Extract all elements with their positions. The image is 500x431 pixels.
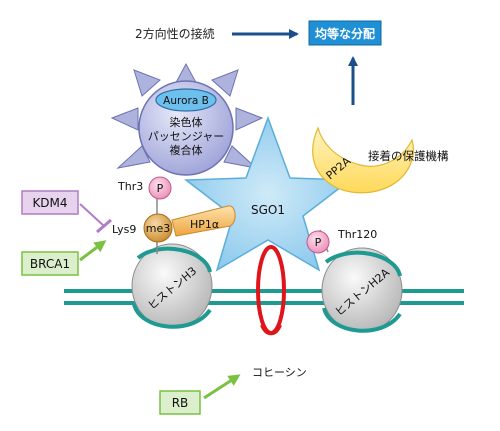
aurora-b-label: Aurora B: [163, 95, 209, 107]
dna-wrap: [132, 303, 212, 329]
cpc-sunburst: Aurora B 染色体 パッセンジャー 複合体: [110, 62, 264, 176]
phospho-thr3-label: P: [157, 182, 164, 195]
aurora-b-ellipse: [155, 88, 217, 112]
cohesion-protection-label: 接着の保護機構: [368, 149, 449, 163]
phospho-thr120: [306, 230, 330, 254]
rb-box: [159, 390, 201, 415]
me3-label: me3: [146, 222, 170, 235]
nucleosome-h2a: ヒストンH2A: [321, 247, 403, 333]
kdm4-inhibit-line: [79, 203, 105, 227]
kdm4-box: [21, 190, 79, 215]
phospho-thr3: [148, 176, 172, 200]
cpc-spike: [133, 69, 161, 97]
cpc-label-line1: 染色体: [170, 115, 203, 129]
equal-distribution-label: 均等な分配: [315, 26, 375, 41]
kdm4-inhibit-bar: [96, 218, 112, 234]
equal-distribution-box: [308, 20, 382, 46]
brca1-label: BRCA1: [30, 257, 70, 271]
hp1-alpha-label: HP1α: [190, 218, 219, 231]
rb-label: RB: [172, 396, 189, 410]
rb-activation-arrow: [203, 374, 241, 400]
kdm4-label: KDM4: [32, 196, 67, 210]
me3-circle: [143, 213, 173, 243]
pp2a-crescent: [312, 126, 414, 194]
cpc-label-line3: 複合体: [170, 143, 203, 157]
brca1-box: [21, 251, 79, 276]
cohesin-ring-front: [260, 324, 282, 336]
dna-wrap: [324, 250, 402, 277]
cpc-spike: [110, 107, 139, 131]
nucleosome-h3: ヒストンH3: [131, 243, 213, 329]
cpc-spike: [235, 107, 264, 131]
dna-wrap: [322, 307, 402, 333]
phospho-thr120-label: P: [315, 236, 322, 249]
cpc-spike: [223, 145, 258, 169]
cpc-spike: [211, 69, 239, 97]
cohesin-label: コヒーシン: [252, 366, 307, 379]
brca1-activation-arrow: [79, 240, 107, 262]
sgo1-label: SGO1: [251, 203, 285, 217]
thr3-label: Thr3: [117, 180, 143, 193]
hp1-alpha: [171, 205, 236, 237]
bidirectional-connection-label: 2方向性の接続: [135, 26, 215, 41]
lys9-label: Lys9: [112, 223, 136, 236]
thr120-label: Thr120: [337, 228, 377, 241]
dna-wrap: [136, 246, 212, 273]
cpc-label-line2: パッセンジャー: [148, 130, 224, 143]
